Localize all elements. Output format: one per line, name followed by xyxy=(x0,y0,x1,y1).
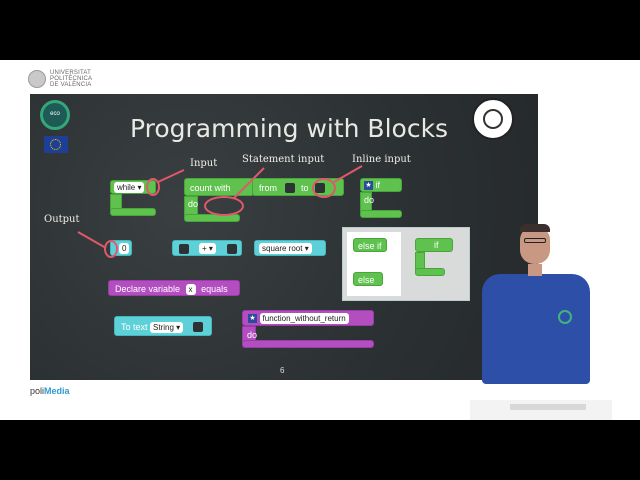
type-dropdown[interactable]: String ▾ xyxy=(150,322,184,333)
upv-logo-line: UNIVERSITAT xyxy=(50,70,91,76)
declare-variable-block[interactable]: Declare variable x equals xyxy=(108,280,240,296)
eco-things-logo: eco xyxy=(40,100,70,130)
else-if-block[interactable]: else if xyxy=(353,238,387,252)
gear-icon[interactable]: ★ xyxy=(364,181,373,191)
label-inline-input: Inline input xyxy=(352,154,411,165)
upv-logo-line: DE VALÈNCIA xyxy=(50,82,92,88)
while-block-footer xyxy=(110,208,156,216)
count-with-footer xyxy=(184,214,240,222)
statement-highlight xyxy=(204,196,244,216)
to-text-block[interactable]: To text String ▾ xyxy=(114,316,212,336)
math-function-dropdown[interactable]: square root ▾ xyxy=(259,243,312,254)
desk xyxy=(470,400,612,420)
operator-dropdown[interactable]: + ▾ xyxy=(199,243,216,254)
label-statement-input: Statement input xyxy=(242,154,325,165)
inline-highlight xyxy=(312,178,336,198)
function-footer xyxy=(242,340,374,348)
if-block-do: do xyxy=(360,192,374,212)
if-block-footer xyxy=(360,210,402,218)
while-dropdown[interactable]: while ▾ xyxy=(114,182,145,193)
slide-chalkboard: eco Programming with Blocks Input Statem… xyxy=(30,94,538,380)
arithmetic-block[interactable]: + ▾ xyxy=(172,240,242,256)
annotation-arrows xyxy=(77,165,363,249)
mutator-if-block[interactable]: if xyxy=(415,238,453,252)
video-frame: UNIVERSITAT POLITÈCNICA DE VALÈNCIA eco … xyxy=(0,60,640,420)
function-name-field[interactable]: function_without_return xyxy=(259,313,349,324)
square-root-block[interactable]: square root ▾ xyxy=(254,240,326,256)
eu-flag-icon xyxy=(44,136,68,153)
university-seal-icon xyxy=(472,98,514,140)
gear-icon[interactable]: ★ xyxy=(248,314,257,324)
presenter xyxy=(472,220,612,420)
upv-seal-icon xyxy=(28,70,46,88)
else-block[interactable]: else xyxy=(353,272,383,286)
while-block[interactable]: while ▾ xyxy=(110,180,156,194)
input-highlight xyxy=(146,178,160,196)
output-highlight xyxy=(104,240,118,258)
polimedia-logo: poliMedia xyxy=(30,386,70,396)
upv-logo: UNIVERSITAT POLITÈCNICA DE VALÈNCIA xyxy=(28,68,92,90)
variable-name-field[interactable]: x xyxy=(185,284,196,295)
if-mutator-panel: else if else if xyxy=(342,227,470,301)
page-number: 6 xyxy=(280,366,285,375)
function-definition-block[interactable]: ★ function_without_return xyxy=(242,310,374,326)
slide-title: Programming with Blocks xyxy=(130,114,449,143)
mutator-flyout: else if else xyxy=(347,232,401,296)
if-block[interactable]: ★ if xyxy=(360,178,402,192)
label-output: Output xyxy=(44,214,80,225)
label-input: Input xyxy=(190,158,218,169)
upv-logo-line: POLITÈCNICA xyxy=(50,76,93,82)
